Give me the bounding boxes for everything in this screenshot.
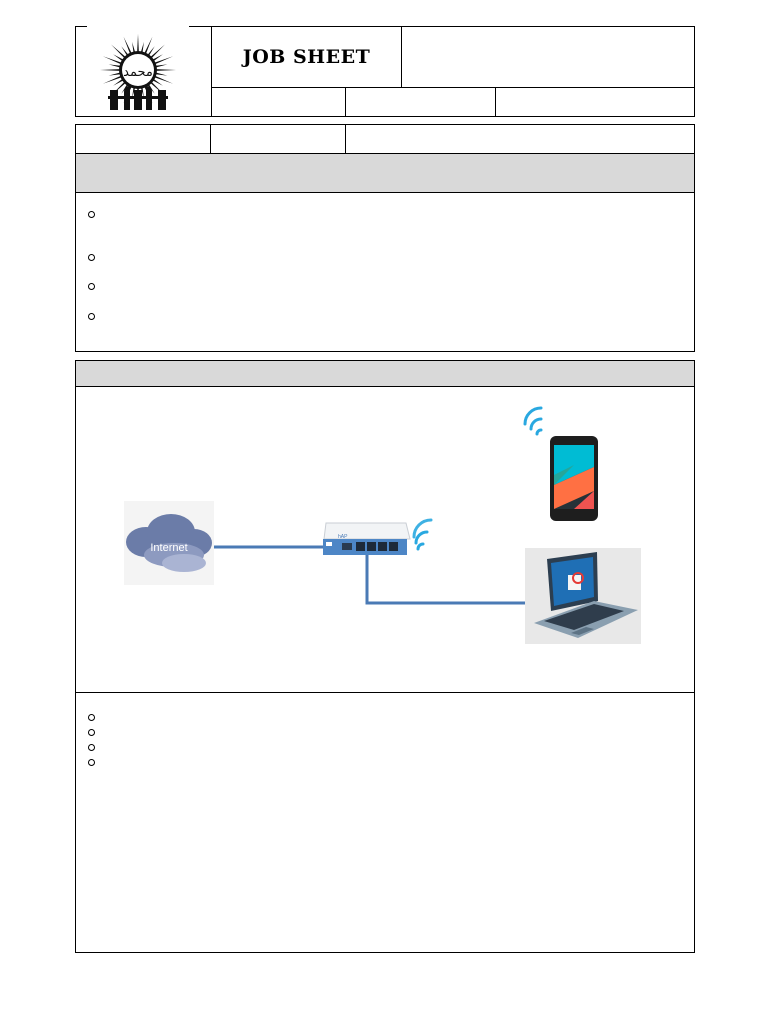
info-row: [75, 124, 695, 154]
logo-ray: [108, 64, 121, 68]
logo-ray: [155, 64, 168, 68]
header-subcell-divider-1: [345, 87, 346, 117]
logo-ray: [100, 69, 120, 71]
logo-ray: [152, 78, 163, 86]
logo-ray: [140, 86, 144, 98]
internet-cloud-icon: Internet: [124, 501, 214, 585]
info-divider-1: [210, 124, 211, 154]
logo-ray: [113, 78, 124, 86]
smartphone-icon: [550, 436, 598, 521]
router-wifi-icon: [412, 518, 433, 551]
logo-ray: [154, 75, 174, 84]
logo-ray: [102, 56, 122, 65]
logo-ray: [132, 86, 136, 98]
bullet-icon: [88, 759, 95, 766]
logo-ray: [140, 42, 144, 54]
header-subcell-divider-2: [495, 87, 496, 117]
logo-ray: [121, 46, 129, 57]
router-label: hAP: [338, 534, 348, 540]
laptop-icon: [525, 548, 641, 644]
bullet-icon: [88, 211, 95, 218]
logo-ray: [144, 36, 153, 55]
cloud-label: Internet: [150, 542, 187, 554]
logo-ray: [108, 72, 121, 76]
bullet-icon: [88, 729, 95, 736]
logo-ray: [123, 36, 132, 55]
logo-ray: [155, 72, 168, 76]
header-divider-title: [401, 26, 402, 87]
section3-body: [75, 692, 695, 953]
logo-ray: [102, 75, 122, 84]
section2-heading: [75, 360, 695, 387]
network-topology-diagram: Internet hAP: [124, 406, 641, 644]
bullet-icon: [88, 714, 95, 721]
page-title: JOB SHEET: [242, 46, 371, 68]
bullet-icon: [88, 313, 95, 320]
header-table: [75, 26, 695, 117]
bullet-icon: [88, 744, 95, 751]
topology-panel: Internet hAP: [75, 386, 695, 693]
section1-heading: [75, 153, 695, 193]
logo-ray: [111, 44, 126, 59]
router-laptop-link: [365, 554, 531, 605]
logo-ray: [137, 33, 139, 53]
logo-ray: [132, 42, 136, 54]
logo-ray: [147, 46, 155, 57]
bullet-icon: [88, 254, 95, 261]
logo-ray: [154, 56, 174, 65]
logo-ray: [156, 69, 176, 71]
logo-calligraphy: محمد: [123, 65, 153, 80]
logo-ray: [150, 44, 165, 59]
info-divider-2: [345, 124, 346, 154]
logo-ray: [152, 54, 163, 62]
phone-wifi-icon: [523, 406, 543, 436]
header-divider-row: [211, 87, 695, 88]
router-icon: hAP: [323, 522, 411, 555]
section1-body: [75, 192, 695, 352]
header-divider-logo: [211, 26, 212, 117]
bullet-icon: [88, 283, 95, 290]
logo-border-gap: [87, 25, 189, 28]
header-right-cell: [402, 27, 694, 87]
logo-ray: [113, 54, 124, 62]
school-logo: محمد: [88, 30, 188, 112]
